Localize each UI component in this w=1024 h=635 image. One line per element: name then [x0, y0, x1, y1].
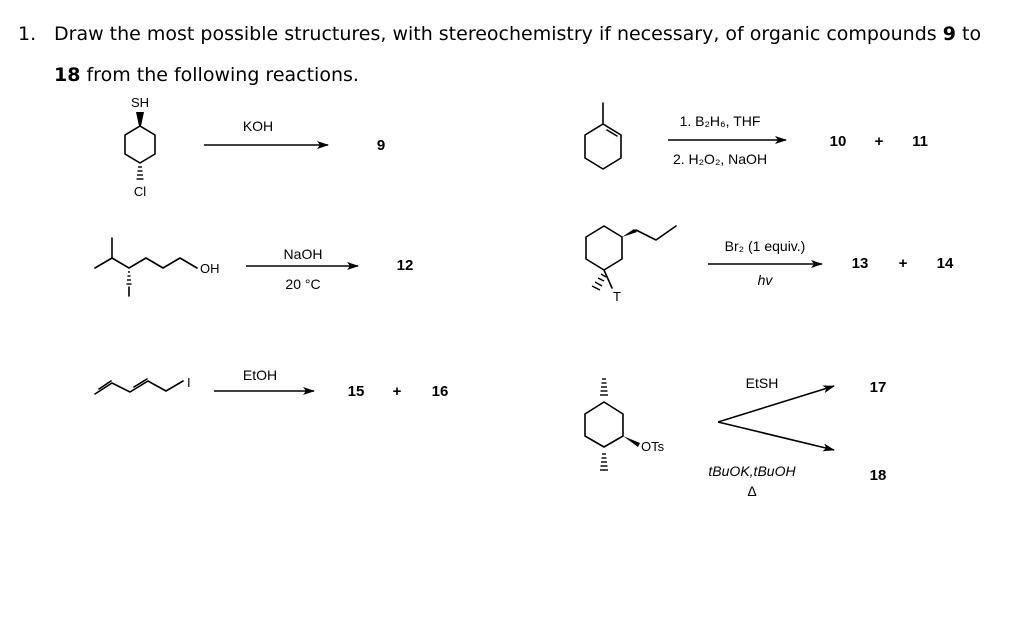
i-atom-label: I [187, 375, 191, 390]
plus-sign: + [899, 255, 908, 272]
reagent-borane: 1. B₂H₆, THF [680, 113, 761, 129]
t-atom-label: T [613, 289, 621, 304]
reaction-2: 1. B₂H₆, THF 2. H₂O₂, NaOH 10 + 11 [584, 102, 928, 170]
question-text-mid: to [955, 23, 982, 45]
ots-group-label: OTs [641, 439, 665, 454]
hashed-bond [126, 271, 132, 285]
hashed-bond-bottom [600, 453, 608, 471]
iodo-alcohol-structure: OH [94, 237, 220, 297]
question-text-start: Draw the most possible structures, with … [54, 23, 943, 45]
hashed-bond [136, 166, 144, 180]
reaction-arrow-lower [717, 421, 835, 452]
reagent-temperature: 20 °C [285, 276, 320, 292]
reagent-koh: KOH [243, 118, 273, 134]
reaction-4: T Br₂ (1 equiv.) hv 13 + 14 [585, 225, 954, 304]
product-13: 13 [852, 255, 869, 272]
oh-atom-label: OH [200, 261, 220, 276]
plus-sign: + [393, 383, 402, 400]
reaction-5: I EtOH 15 + 16 [94, 367, 449, 400]
cyclohexane-thiol-chloride-structure: SH Cl [124, 95, 156, 199]
hashed-bond [591, 273, 607, 291]
reagent-bromine: Br₂ (1 equiv.) [725, 238, 806, 254]
cl-atom-label: Cl [134, 184, 146, 199]
iododiene-structure: I [94, 375, 191, 395]
product-17: 17 [870, 379, 887, 396]
product-9: 9 [377, 137, 385, 154]
reagent-ethanethiol: EtSH [746, 375, 779, 391]
product-18: 18 [870, 467, 887, 484]
reagent-light: hv [758, 272, 774, 288]
hashed-bond-top [600, 378, 608, 396]
last-compound-number: 18 [54, 64, 81, 86]
reaction-1: SH Cl KOH 9 [124, 95, 385, 199]
reaction-3: OH NaOH 20 °C 12 [94, 237, 414, 297]
product-15: 15 [348, 383, 365, 400]
product-14: 14 [937, 255, 954, 272]
cyclohexane-ring [124, 125, 156, 164]
methylcyclohexene-structure [584, 102, 622, 170]
plus-sign: + [875, 133, 884, 150]
reagent-heat: Δ [747, 483, 756, 499]
reagent-ethanol: EtOH [243, 367, 277, 383]
product-12: 12 [397, 257, 414, 274]
wedge-bond [136, 112, 144, 126]
reagent-naoh: NaOH [284, 246, 323, 262]
product-11: 11 [912, 133, 928, 150]
question-text-end: from the following reactions. [80, 64, 359, 86]
first-compound-number: 9 [942, 23, 956, 45]
question-text: Draw the most possible structures, with … [54, 14, 1004, 96]
product-16: 16 [432, 383, 449, 400]
reaction-6: OTs EtSH tBuOK,tBuOH Δ 17 18 [584, 375, 887, 499]
cyclohexyl-tosylate-structure: OTs [584, 378, 665, 471]
sh-atom-label: SH [131, 95, 149, 110]
product-10: 10 [830, 133, 847, 150]
reagent-tbuok: tBuOK,tBuOH [708, 463, 796, 479]
question-number: 1. [18, 23, 37, 45]
tritiated-propylcyclohexane-structure: T [585, 225, 677, 304]
reagent-peroxide: 2. H₂O₂, NaOH [673, 151, 767, 167]
reaction-arrow-upper [717, 385, 835, 423]
